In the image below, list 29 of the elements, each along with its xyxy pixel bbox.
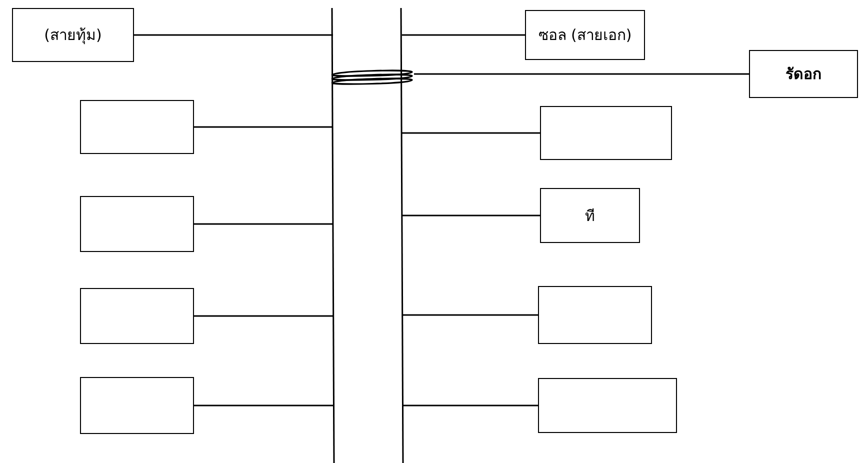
blank-answer-box: [80, 288, 194, 344]
leader-line: [134, 34, 333, 36]
string-line: [399, 8, 405, 463]
blank-answer-box: [540, 106, 672, 160]
label-box: [540, 188, 640, 243]
blank-answer-box: [538, 378, 677, 433]
leader-line: [402, 314, 538, 316]
blank-answer-box: [80, 377, 194, 434]
blank-answer-box: [538, 286, 652, 344]
string-line: [330, 8, 336, 463]
string-wrap-drawing: [330, 68, 414, 88]
leader-line: [194, 223, 333, 225]
leader-line: [194, 315, 333, 317]
blank-answer-box: [80, 196, 194, 252]
leader-line: [402, 404, 538, 406]
leader-line: [414, 73, 749, 75]
label-box: [749, 50, 858, 98]
label-text: ซอล (สายเอก): [538, 25, 632, 46]
label-text: ที: [585, 206, 595, 226]
label-box: [12, 8, 134, 62]
leader-line: [402, 132, 540, 134]
leader-line: [402, 34, 525, 36]
label-text: (สายทุ้ม): [44, 25, 102, 46]
blank-answer-box: [80, 100, 194, 154]
leader-line: [402, 214, 540, 216]
leader-line: [194, 404, 333, 406]
label-text: รัดอก: [786, 64, 822, 85]
leader-line: [194, 126, 333, 128]
label-box: [525, 10, 645, 60]
